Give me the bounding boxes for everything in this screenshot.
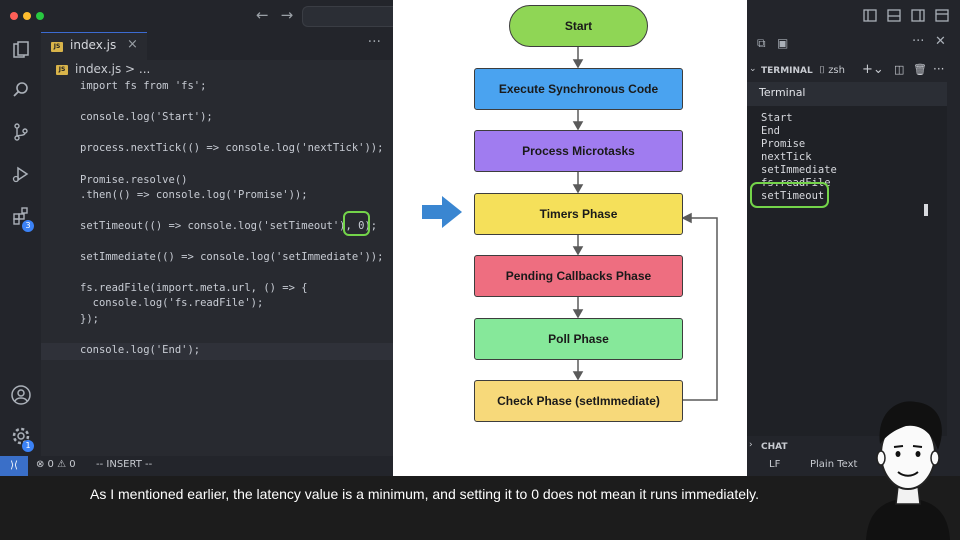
tab-index-js[interactable]: JS index.js × [41, 32, 147, 60]
flow-start-node: Start [509, 5, 648, 47]
terminal-line: Start [761, 112, 793, 124]
terminal-tab-title: Terminal [759, 86, 806, 99]
maximize-window-button[interactable] [36, 12, 44, 20]
more-actions-icon[interactable]: ··· [367, 34, 381, 50]
terminal-more-icon[interactable]: ··· [933, 62, 945, 76]
copy-icon[interactable]: ⧉ [757, 36, 766, 50]
layout-toolbar [747, 0, 960, 32]
subtitle-bar: As I mentioned earlier, the latency valu… [0, 476, 960, 540]
flow-step-sync-code: Execute Synchronous Code [474, 68, 683, 110]
flow-step-check: Check Phase (setImmediate) [474, 380, 683, 422]
code-line[interactable]: .then(() => console.log('Promise')); [80, 189, 308, 201]
new-terminal-icon[interactable]: +⌄ [862, 62, 884, 77]
flow-step-pending-callbacks: Pending Callbacks Phase [474, 255, 683, 297]
extensions-badge: 3 [22, 220, 34, 232]
pointer-arrow-icon [422, 196, 462, 228]
right-status-bar: LF Plain Text [747, 456, 960, 476]
forward-arrow-icon[interactable]: → [280, 6, 306, 24]
code-editor[interactable]: import fs from 'fs'; console.log('Start'… [41, 80, 393, 456]
problems-count[interactable]: ⊗ 0 ⚠ 0 [36, 459, 76, 470]
editor-titlebar: ←→ [0, 0, 394, 32]
terminal-section-title[interactable]: TERMINAL [761, 66, 813, 76]
tab-close-icon[interactable]: × [127, 37, 138, 52]
code-line[interactable]: import fs from 'fs'; [80, 80, 207, 92]
presenter-avatar [866, 401, 950, 540]
manage-gear-icon[interactable]: 1 [0, 418, 41, 454]
terminal-line: setImmediate [761, 164, 837, 176]
remote-indicator-icon[interactable]: ⟩⟨ [0, 456, 28, 476]
chat-section[interactable]: › CHAT [747, 438, 960, 456]
explorer-icon[interactable] [0, 32, 41, 68]
chevron-right-icon[interactable]: › [749, 440, 753, 450]
breadcrumb-path[interactable]: index.js > ... [75, 62, 151, 76]
right-panel: ⧉ ▣ ··· ✕ ⌄ TERMINAL ⌷ zsh +⌄ ◫ 🗑 ··· Te… [747, 0, 960, 476]
extensions-icon[interactable]: 3 [0, 198, 41, 234]
source-control-icon[interactable] [0, 114, 41, 150]
code-line[interactable]: console.log('fs.readFile'); [80, 297, 264, 309]
back-arrow-icon[interactable]: ← [256, 6, 281, 24]
shell-indicator[interactable]: ⌷ zsh [819, 65, 845, 76]
flow-step-microtasks: Process Microtasks [474, 130, 683, 172]
code-line[interactable]: fs.readFile(import.meta.url, () => { [80, 282, 308, 294]
terminal-line: setTimeout [761, 190, 825, 202]
layout-toggle-icons[interactable] [862, 0, 960, 32]
status-bar: ⟩⟨ ⊗ 0 ⚠ 0 -- INSERT -- [0, 456, 393, 476]
terminal-header: ⌄ TERMINAL ⌷ zsh +⌄ ◫ 🗑 ··· [747, 58, 960, 82]
event-loop-slide: Start Execute Synchronous Code Process M… [393, 0, 747, 478]
panel-more-icon[interactable]: ··· [912, 34, 925, 49]
settimeout-output-highlight [750, 182, 829, 208]
command-center-search[interactable] [302, 6, 394, 27]
code-line[interactable]: process.nextTick(() => console.log('next… [80, 142, 384, 154]
run-debug-icon[interactable] [0, 156, 41, 192]
tab-filename: index.js [70, 38, 117, 52]
chat-section-title[interactable]: CHAT [761, 442, 788, 452]
shell-name: zsh [828, 65, 845, 76]
minimize-window-button[interactable] [23, 12, 31, 20]
code-line[interactable]: console.log('Start'); [80, 111, 213, 123]
js-file-icon: JS [51, 42, 63, 52]
flowchart-connectors [572, 46, 718, 401]
js-file-icon: JS [56, 65, 68, 75]
terminal-cursor [924, 204, 928, 216]
timeout-zero-highlight [343, 211, 370, 236]
code-line[interactable]: }); [80, 313, 99, 325]
code-line[interactable]: setImmediate(() => console.log('setImmed… [80, 251, 384, 263]
code-line[interactable]: Promise.resolve() [80, 174, 188, 186]
flow-step-timers: Timers Phase [474, 193, 683, 235]
code-line[interactable]: console.log('End'); [80, 344, 201, 356]
panel-actions-row: ⧉ ▣ ··· ✕ [747, 32, 960, 58]
terminal-line: End [761, 125, 780, 137]
trash-icon[interactable]: 🗑 [913, 63, 927, 76]
subtitle-text: As I mentioned earlier, the latency valu… [90, 486, 759, 502]
current-line-highlight [41, 343, 393, 360]
navigation-arrows: ←→ [256, 6, 305, 24]
terminal-line: nextTick [761, 151, 812, 163]
account-icon[interactable] [0, 377, 41, 413]
activity-bar: 3 1 [0, 32, 41, 456]
code-line[interactable]: setTimeout(() => console.log('setTimeout… [80, 220, 378, 232]
terminal-line: Promise [761, 138, 806, 150]
line-ending[interactable]: LF [769, 459, 781, 470]
chat-icon[interactable]: ▣ [777, 36, 789, 50]
language-mode[interactable]: Plain Text [810, 459, 858, 470]
editor-tab-bar: JS index.js × ··· [41, 32, 393, 60]
vim-mode: -- INSERT -- [96, 459, 153, 470]
split-terminal-icon[interactable]: ◫ [894, 63, 905, 76]
breadcrumb: JS index.js > ... [41, 60, 393, 80]
terminal-output[interactable]: Start End Promise nextTick setImmediate … [747, 106, 947, 436]
flow-step-poll: Poll Phase [474, 318, 683, 360]
chevron-down-icon[interactable]: ⌄ [749, 64, 757, 74]
panel-close-icon[interactable]: ✕ [935, 34, 946, 49]
close-window-button[interactable] [10, 12, 18, 20]
manage-badge: 1 [22, 440, 34, 452]
terminal-tab[interactable]: Terminal [747, 82, 947, 106]
search-icon[interactable] [0, 72, 41, 108]
